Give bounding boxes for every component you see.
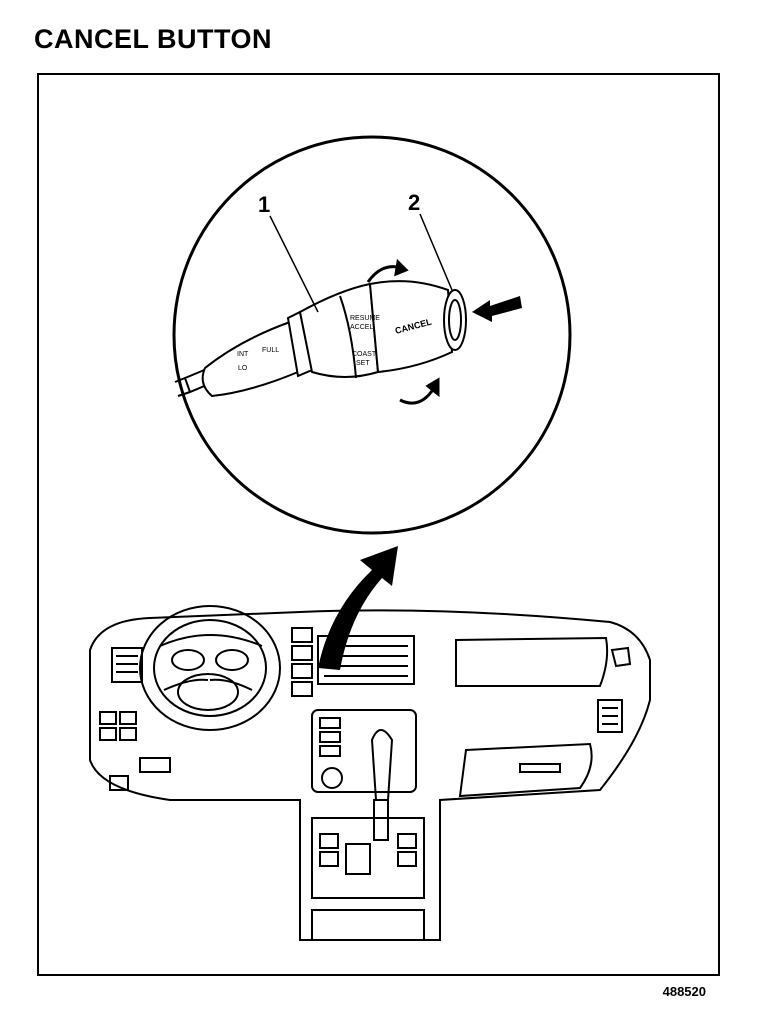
callout-2-leader xyxy=(419,213,453,291)
figure-number: 488520 xyxy=(662,984,706,999)
label-int: INT xyxy=(237,351,249,358)
page-title: CANCEL BUTTON xyxy=(34,24,273,54)
callout-2: 2 xyxy=(408,190,420,215)
illustration-frame xyxy=(37,73,720,976)
zoom-arrow-icon xyxy=(318,546,398,670)
label-resume: RESUME xyxy=(350,315,380,322)
callout-1: 1 xyxy=(258,192,270,217)
label-set: SET xyxy=(356,360,370,367)
callout-1-leader xyxy=(269,215,319,313)
callouts: 1 2 xyxy=(258,190,453,313)
label-lo: LO xyxy=(238,365,248,372)
label-accel: ACCEL xyxy=(350,324,373,331)
label-coast: COAST xyxy=(352,351,377,358)
cruise-control-lever xyxy=(174,280,467,398)
label-full: FULL xyxy=(262,347,279,354)
push-arrow-icon xyxy=(472,296,522,322)
rotate-arrow-icon xyxy=(366,258,440,405)
dashboard xyxy=(89,605,651,941)
